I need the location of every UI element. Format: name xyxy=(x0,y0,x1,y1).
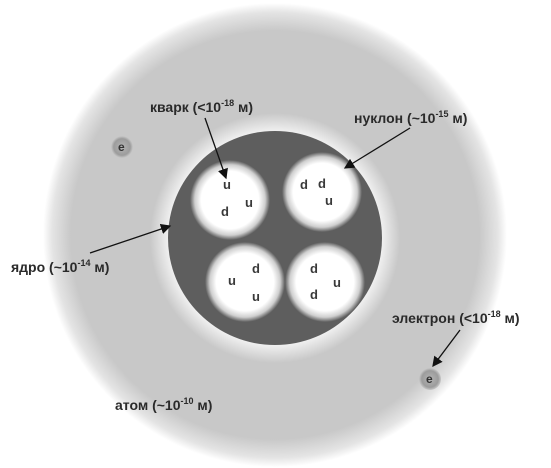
quark: d xyxy=(318,176,326,191)
atom-label: атом (~10-10 м) xyxy=(115,396,212,413)
quark-arrow xyxy=(204,117,228,180)
quark: u xyxy=(333,275,341,290)
nucleus-arrow xyxy=(89,223,172,254)
quark: d xyxy=(300,177,308,192)
electron-lower: e xyxy=(419,368,441,390)
nucleon-arrow xyxy=(343,127,411,169)
quark-label: кварк (<10-18 м) xyxy=(150,98,253,115)
quark: u xyxy=(223,177,231,192)
nucleon-bottom-left: u d u xyxy=(205,242,285,322)
quark: u xyxy=(252,289,260,304)
electron-symbol: e xyxy=(118,140,125,154)
electron-symbol: e xyxy=(426,372,433,386)
nucleus-label: ядро (~10-14 м) xyxy=(11,258,109,275)
quark: d xyxy=(310,261,318,276)
quark: d xyxy=(252,261,260,276)
quark: u xyxy=(245,195,253,210)
nucleon-bottom-right: d d u xyxy=(285,242,365,322)
electron-upper: e xyxy=(111,136,133,158)
quark: d xyxy=(310,287,318,302)
nucleon-label: нуклон (~10-15 м) xyxy=(354,109,467,126)
electron-arrow xyxy=(432,329,461,368)
quark: u xyxy=(228,273,236,288)
nucleon-top-left: u d u xyxy=(190,160,270,240)
nucleon-top-right: d d u xyxy=(282,152,362,232)
electron-label: электрон (<10-18 м) xyxy=(392,309,520,326)
quark: d xyxy=(221,204,229,219)
quark: u xyxy=(325,193,333,208)
